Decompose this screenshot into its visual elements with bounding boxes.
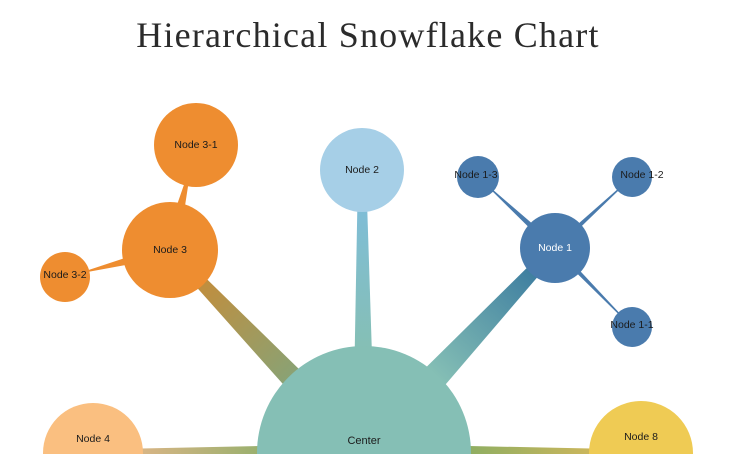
nodes-layer: Center Node 1 Node 2 Node 3 Node 4 Node 8 Node…	[40, 103, 693, 454]
link-center-to-node3	[197, 278, 300, 385]
node-node1-3[interactable]: Node 1-3	[454, 156, 499, 198]
link-node3-to-node3-1	[177, 183, 189, 207]
node-circle-node3-2[interactable]	[40, 252, 90, 302]
node-label-node3: Node 3	[153, 244, 187, 256]
node-node3-1[interactable]: Node 3-1	[154, 103, 238, 187]
node-label-node3-1: Node 3-1	[174, 139, 217, 151]
node-label-node3-2: Node 3-2	[43, 269, 86, 281]
link-node3-to-node3-2	[87, 258, 127, 272]
link-center-to-node2	[354, 209, 372, 349]
node-node1[interactable]: Node 1	[520, 213, 590, 283]
node-label-center: Center	[347, 435, 380, 447]
node-circle-node3-1[interactable]	[154, 103, 238, 187]
node-label-node1-1: Node 1-1	[610, 319, 653, 331]
link-node1-to-node1-1	[576, 270, 620, 315]
node-node1-1[interactable]: Node 1-1	[610, 307, 654, 347]
link-node1-to-node1-2	[577, 188, 620, 228]
link-center-to-node4	[141, 446, 259, 454]
node-circle-node1[interactable]	[520, 213, 590, 283]
node-circle-node1-1[interactable]	[612, 307, 652, 347]
links-layer	[87, 183, 620, 454]
node-node2[interactable]: Node 2	[320, 128, 404, 212]
node-circle-center[interactable]	[257, 346, 471, 454]
node-node1-2[interactable]: Node 1-2	[612, 157, 664, 197]
link-center-to-node8	[469, 446, 591, 454]
node-circle-node1-2[interactable]	[612, 157, 652, 197]
node-center[interactable]: Center	[257, 346, 471, 454]
node-label-node4: Node 4	[76, 433, 110, 445]
node-label-node1: Node 1	[538, 242, 572, 254]
node-circle-node8[interactable]	[589, 401, 693, 454]
link-center-to-node1	[426, 267, 538, 386]
node-node8[interactable]: Node 8	[589, 401, 693, 454]
node-circle-node3[interactable]	[122, 202, 218, 298]
node-node4[interactable]: Node 4	[43, 403, 143, 454]
node-circle-node2[interactable]	[320, 128, 404, 212]
page-title: Hierarchical Snowflake Chart	[136, 15, 600, 55]
node-label-node1-2: Node 1-2	[620, 169, 663, 181]
node-label-node2: Node 2	[345, 164, 379, 176]
node-node3-2[interactable]: Node 3-2	[40, 252, 90, 302]
node-node3[interactable]: Node 3	[122, 202, 218, 298]
node-circle-node1-3[interactable]	[457, 156, 499, 198]
node-label-node1-3: Node 1-3	[454, 169, 497, 181]
node-label-node8: Node 8	[624, 431, 658, 443]
node-circle-node4[interactable]	[43, 403, 143, 454]
link-node1-to-node1-3	[491, 189, 533, 228]
